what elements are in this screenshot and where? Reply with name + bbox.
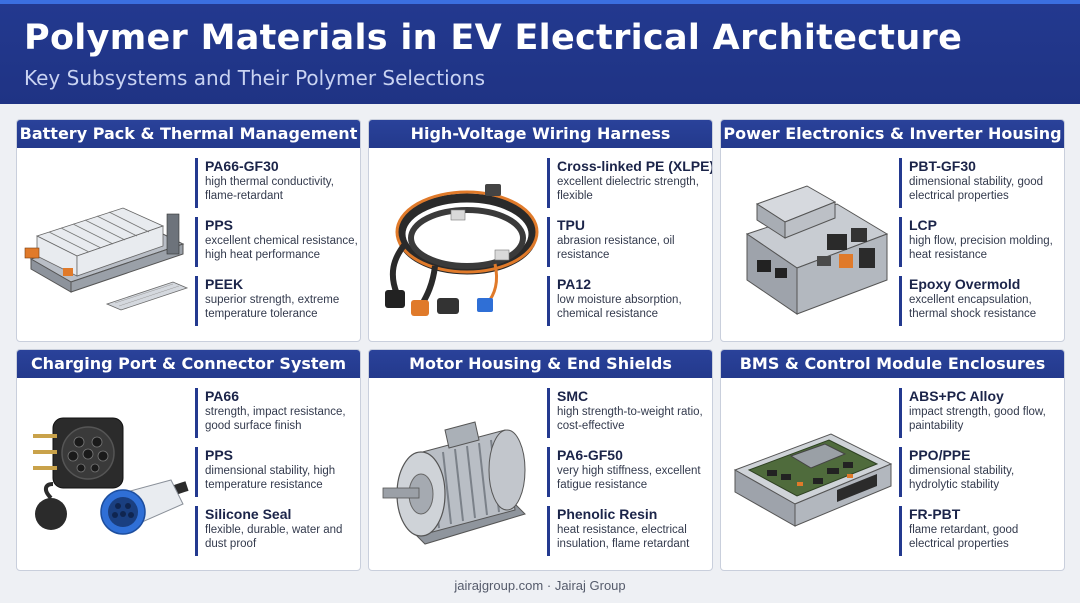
material-name: PA66-GF30 [205, 158, 279, 174]
card-power-electronics: Power Electronics & Inverter Housing P [720, 119, 1065, 342]
material-desc: dimensional stability, good electrical p… [909, 176, 1044, 202]
card-motor-housing: Motor Housing & End Shields SMC [368, 349, 713, 571]
card-title: BMS & Control Module Enclosures [721, 350, 1064, 378]
material-entry: Silicone Seal flexible, durable, water a… [195, 506, 360, 556]
card-title: Battery Pack & Thermal Management [17, 120, 360, 148]
footer-site: jairajgroup.com [454, 578, 544, 593]
card-charging-port: Charging Port & Connector System [16, 349, 361, 571]
material-name: Phenolic Resin [557, 506, 658, 522]
material-desc: excellent encapsulation, thermal shock r… [909, 294, 1037, 320]
wiring-harness-icon [385, 184, 539, 316]
material-entry: FR-PBT flame retardant, good electrical … [899, 506, 1064, 556]
material-entry: Cross-linked PE (XLPE) excellent dielect… [547, 158, 712, 208]
material-entry: SMC high strength-to-weight ratio, cost-… [547, 388, 712, 438]
page-title: Polymer Materials in EV Electrical Archi… [24, 18, 963, 58]
material-entry: PPS excellent chemical resistance, high … [195, 217, 360, 267]
material-desc: abrasion resistance, oil resistance [557, 235, 675, 261]
material-entry: PA6-GF50 very high stiffness, excellent … [547, 447, 712, 497]
material-desc: very high stiffness, excellent fatigue r… [557, 465, 701, 491]
inverter-housing-icon [745, 185, 889, 315]
material-desc: high strength-to-weight ratio, cost-effe… [557, 406, 703, 432]
material-name: Epoxy Overmold [909, 276, 1021, 292]
material-name: PEEK [205, 276, 244, 292]
material-entry: PA66 strength, impact resistance, good s… [195, 388, 360, 438]
page-subtitle: Key Subsystems and Their Polymer Selecti… [24, 66, 486, 90]
material-entry: Phenolic Resin heat resistance, electric… [547, 506, 712, 556]
material-name: PBT-GF30 [909, 158, 976, 174]
material-desc: excellent dielectric strength, flexible [557, 176, 699, 202]
material-entry: Epoxy Overmold excellent encapsulation, … [899, 276, 1064, 326]
card-bms-enclosure: BMS & Control Module Enclosures ABS+PC A… [720, 349, 1065, 571]
material-name: PA66 [205, 388, 239, 404]
card-title: Power Electronics & Inverter Housing [721, 120, 1064, 148]
footer-brand: Jairaj Group [554, 578, 626, 593]
card-title: High-Voltage Wiring Harness [369, 120, 712, 148]
card-wiring-harness: High-Voltage Wiring Harness Cross-link [368, 119, 713, 342]
subsystem-grid: Battery Pack & Thermal Management [16, 119, 1065, 571]
material-desc: excellent chemical resistance, high heat… [205, 235, 358, 261]
material-desc: dimensional stability, hydrolytic stabil… [909, 465, 1015, 491]
card-title: Charging Port & Connector System [17, 350, 360, 378]
material-desc: superior strength, extreme temperature t… [205, 294, 340, 320]
material-name: LCP [909, 217, 937, 233]
charging-connector-icon [33, 417, 189, 535]
footer: jairajgroup.com · Jairaj Group [0, 578, 1080, 593]
material-entry: PBT-GF30 dimensional stability, good ele… [899, 158, 1064, 208]
material-desc: high thermal conductivity, flame-retarda… [205, 176, 334, 202]
material-name: FR-PBT [909, 506, 961, 522]
material-entry: PPO/PPE dimensional stability, hydrolyti… [899, 447, 1064, 497]
card-title: Motor Housing & End Shields [369, 350, 712, 378]
header-banner: Polymer Materials in EV Electrical Archi… [0, 0, 1080, 104]
material-desc: heat resistance, electrical insulation, … [557, 524, 690, 550]
card-battery-pack: Battery Pack & Thermal Management [16, 119, 361, 342]
material-entry: PA66-GF30 high thermal conductivity, fla… [195, 158, 360, 208]
material-name: ABS+PC Alloy [909, 388, 1004, 404]
material-desc: flexible, durable, water and dust proof [205, 524, 343, 550]
material-entry: LCP high flow, precision molding, heat r… [899, 217, 1064, 267]
material-desc: dimensional stability, high temperature … [205, 465, 336, 491]
material-name: PPS [205, 217, 234, 233]
material-desc: flame retardant, good electrical propert… [909, 524, 1019, 550]
material-entry: PA12 low moisture absorption, chemical r… [547, 276, 712, 326]
material-name: PPO/PPE [909, 447, 971, 463]
material-entry: ABS+PC Alloy impact strength, good flow,… [899, 388, 1064, 438]
material-entry: PEEK superior strength, extreme temperat… [195, 276, 360, 326]
material-name: PPS [205, 447, 234, 463]
control-module-icon [733, 433, 893, 527]
material-name: Silicone Seal [205, 506, 292, 522]
material-name: Cross-linked PE (XLPE) [557, 158, 713, 174]
material-desc: high flow, precision molding, heat resis… [909, 235, 1053, 261]
electric-motor-icon [382, 421, 526, 545]
material-name: PA6-GF50 [557, 447, 623, 463]
material-desc: low moisture absorption, chemical resist… [557, 294, 682, 320]
material-name: SMC [557, 388, 589, 404]
material-entry: TPU abrasion resistance, oil resistance [547, 217, 712, 267]
material-desc: strength, impact resistance, good surfac… [205, 406, 346, 432]
material-name: PA12 [557, 276, 591, 292]
battery-pack-icon [24, 207, 189, 311]
material-desc: impact strength, good flow, paintability [909, 406, 1046, 432]
material-entry: PPS dimensional stability, high temperat… [195, 447, 360, 497]
material-name: TPU [557, 217, 585, 233]
footer-separator: · [546, 578, 552, 593]
